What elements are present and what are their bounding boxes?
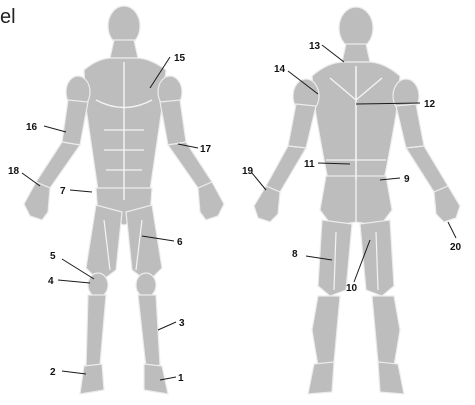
label-5: 5	[50, 251, 56, 262]
back-right-hand	[434, 186, 460, 222]
front-left-thigh	[86, 205, 122, 282]
label-12: 12	[424, 99, 436, 110]
label-19: 19	[242, 166, 254, 177]
label-10: 10	[346, 283, 358, 294]
label-3: 3	[179, 318, 185, 329]
front-left-upper-arm	[62, 100, 88, 145]
front-left-shin	[86, 295, 106, 368]
label-14: 14	[274, 64, 286, 75]
back-left-foot	[308, 362, 334, 394]
label-4: 4	[48, 276, 54, 287]
front-left-forearm	[36, 142, 80, 188]
label-2: 2	[50, 367, 56, 378]
back-right-foot	[378, 362, 404, 394]
back-left-upper-arm	[288, 104, 316, 148]
back-right-calf	[372, 296, 400, 366]
front-right-knee	[136, 273, 156, 297]
label-13: 13	[309, 41, 321, 52]
back-right-forearm	[406, 146, 448, 192]
label-18: 18	[8, 166, 20, 177]
label-1: 1	[178, 373, 184, 384]
front-right-thigh	[126, 205, 162, 282]
label-11: 11	[304, 159, 315, 170]
label-16: 16	[26, 122, 38, 133]
front-torso	[84, 58, 166, 205]
label-9: 9	[404, 174, 410, 185]
front-left-foot	[80, 364, 104, 394]
back-left-calf	[312, 296, 340, 366]
label-7: 7	[60, 186, 66, 197]
label-20: 20	[450, 242, 462, 253]
label-17: 17	[200, 144, 212, 155]
back-neck	[342, 44, 370, 62]
back-left-forearm	[266, 146, 306, 192]
back-right-upper-arm	[396, 104, 424, 148]
label-15: 15	[174, 53, 186, 64]
front-right-upper-arm	[160, 100, 186, 145]
back-head	[339, 7, 373, 49]
front-neck	[110, 40, 138, 58]
back-left-hand	[254, 186, 280, 222]
label-6: 6	[177, 237, 183, 248]
label-8: 8	[292, 249, 298, 260]
front-figure	[24, 6, 224, 394]
front-left-hand	[24, 182, 50, 220]
front-right-hand	[198, 182, 224, 220]
front-right-shin	[138, 295, 160, 368]
